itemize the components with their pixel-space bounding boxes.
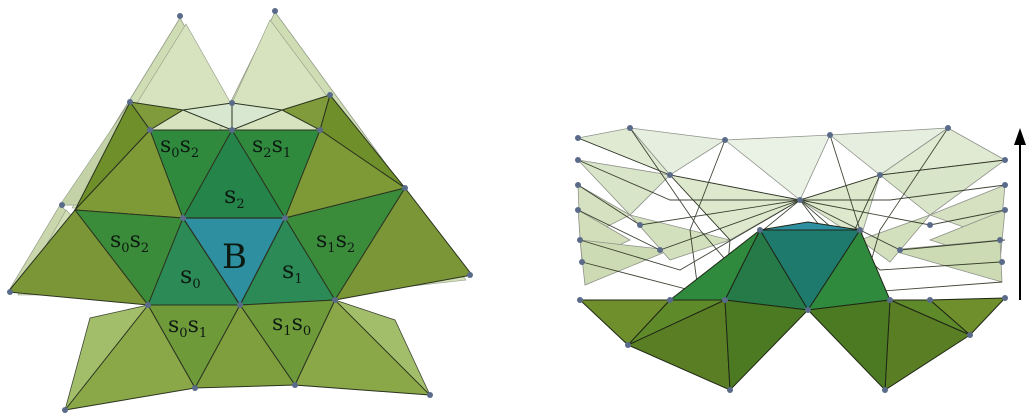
- region-labels: B s0 s1 s2 s0s2 s2s1 s0s2 s1s2: [110, 133, 355, 341]
- label-s2s1: s2s1: [252, 133, 291, 161]
- label-s1: s1: [282, 256, 303, 287]
- label-s2: s2: [224, 181, 245, 212]
- label-B: B: [222, 237, 247, 277]
- label-s0s2-mid: s0s2: [110, 228, 149, 256]
- label-s0s2-top: s0s2: [160, 133, 199, 161]
- right-panel: [575, 125, 1026, 393]
- left-panel: B s0 s1 s2 s0s2 s2s1 s0s2 s1s2: [7, 8, 473, 413]
- right-stacked-layers: [576, 127, 1007, 286]
- label-s0s1: s0s1: [168, 313, 207, 341]
- label-s0: s0: [180, 261, 201, 292]
- right-bottom-sheet: [578, 221, 1007, 392]
- label-s1s0: s1s0: [272, 311, 311, 339]
- right-vertices: [575, 125, 1008, 393]
- fundamental-chamber: [181, 217, 286, 307]
- up-arrow: [1014, 128, 1026, 300]
- left-vertices: [7, 8, 473, 413]
- label-s1s2: s1s2: [316, 228, 355, 256]
